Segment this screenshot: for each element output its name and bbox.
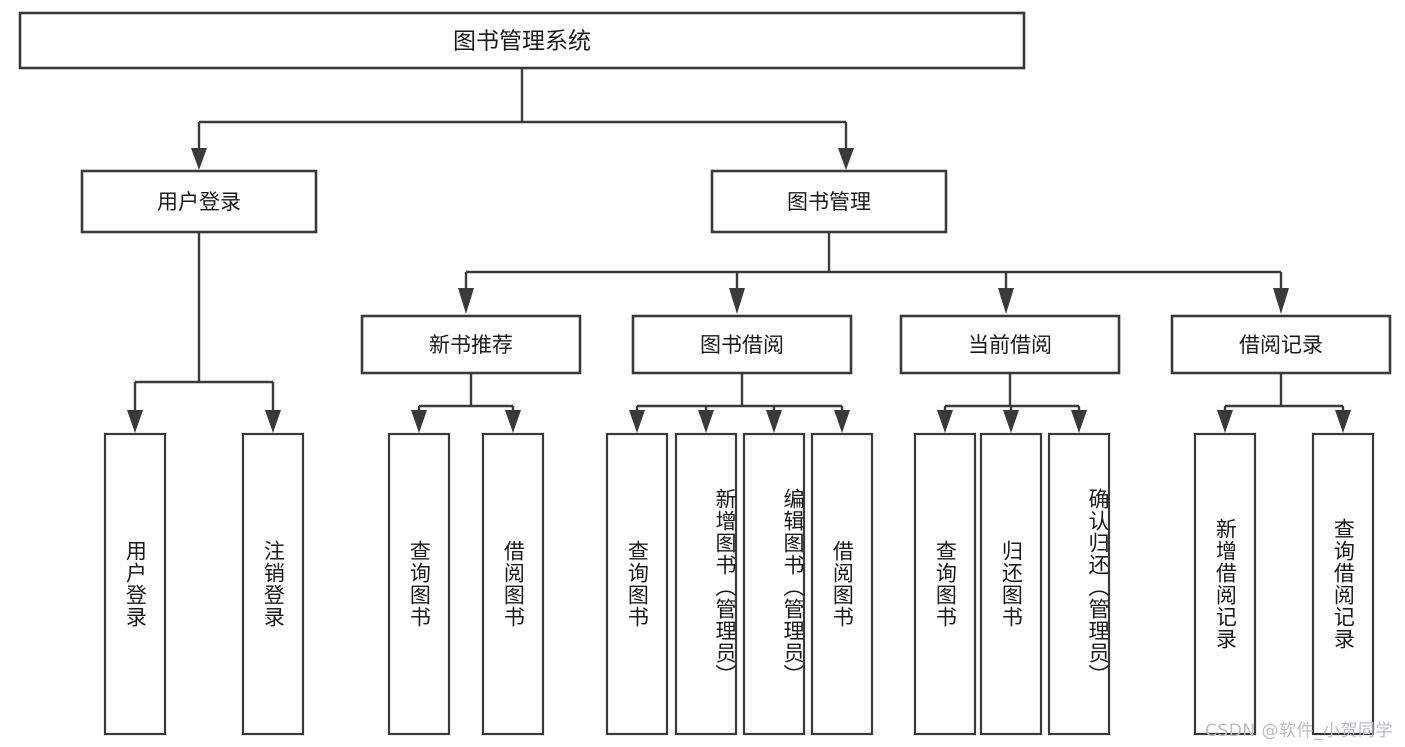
user-login-label: 用户登录 (157, 190, 241, 214)
leaf-box-query-book-current[interactable] (913, 432, 977, 736)
arrow-to-user-login (191, 148, 207, 170)
node-book-borrow[interactable]: 图书借阅 (631, 314, 853, 375)
current-borrow-label: 当前借阅 (968, 333, 1052, 357)
leaf-box-add-book[interactable] (674, 432, 738, 736)
connector-borrow-record-to-leaves (1217, 373, 1351, 433)
node-borrow-record[interactable]: 借阅记录 (1170, 314, 1392, 375)
leaf-box-return-book[interactable] (979, 432, 1043, 736)
leaf-box-user-logout[interactable] (241, 432, 305, 736)
node-root[interactable]: 图书管理系统 (18, 11, 1026, 70)
arrow-to-book-manage (838, 148, 854, 170)
leaf-box-add-record[interactable] (1193, 432, 1257, 736)
connector-user-login-to-leaves (127, 232, 281, 433)
current-borrow-box[interactable] (899, 314, 1121, 375)
leaf-box-query-book-rec[interactable] (387, 432, 451, 736)
leaf-box-query-record[interactable] (1311, 432, 1375, 736)
node-book-manage[interactable]: 图书管理 (710, 169, 948, 234)
connector-book-manage-to-level3 (458, 232, 1289, 314)
borrow-record-label: 借阅记录 (1239, 333, 1323, 357)
book-manage-label: 图书管理 (787, 190, 871, 214)
new-book-recommend-label: 新书推荐 (429, 333, 513, 357)
watermark-text: CSDN @软件_小贺同学 (1205, 721, 1393, 741)
root-label: 图书管理系统 (453, 29, 591, 55)
book-borrow-label: 图书借阅 (700, 333, 784, 357)
node-user-login[interactable]: 用户登录 (80, 169, 318, 234)
leaf-box-edit-book[interactable] (742, 432, 806, 736)
connector-root-to-level2 (191, 68, 854, 170)
connector-book-borrow-to-leaves (629, 373, 850, 433)
leaf-box-query-book-borrow[interactable] (605, 432, 669, 736)
new-book-recommend-box[interactable] (360, 314, 582, 375)
user-login-box[interactable] (80, 169, 318, 234)
leaf-box-borrow-book-rec[interactable] (481, 432, 545, 736)
connector-current-borrow-to-leaves (937, 373, 1087, 433)
leaf-box-confirm-return[interactable] (1047, 432, 1111, 736)
leaf-box-borrow-book[interactable] (810, 432, 874, 736)
node-current-borrow[interactable]: 当前借阅 (899, 314, 1121, 375)
connector-new-book-recommend-to-leaves (411, 373, 521, 433)
node-new-book-recommend[interactable]: 新书推荐 (360, 314, 582, 375)
root-box[interactable] (18, 11, 1026, 70)
leaf-box-user-login[interactable] (103, 432, 167, 736)
